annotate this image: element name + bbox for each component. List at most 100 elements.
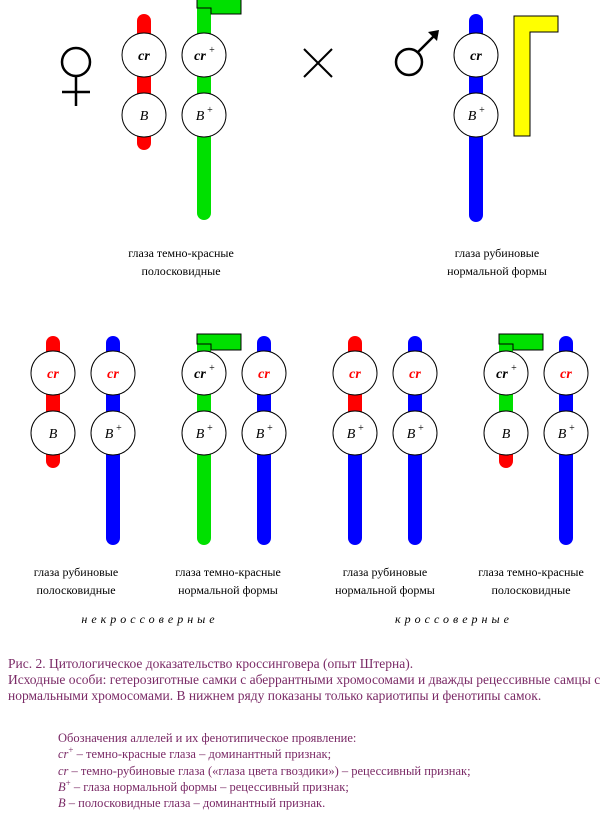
legend-item-b: B – полосковидные глаза – доминантный пр… bbox=[58, 795, 606, 811]
female-phenotype-label: глаза темно-красные полосковидные bbox=[128, 244, 234, 280]
legend-superscript: + bbox=[65, 777, 71, 788]
offspring-4-chromosome-2-gene-1-circle bbox=[543, 350, 589, 396]
offspring-2-phenotype-line-2: нормальной формы bbox=[178, 583, 278, 597]
offspring-1-chromosome-1-gene-1-circle bbox=[30, 350, 76, 396]
offspring-4-phenotype-line-2: полосковидные bbox=[491, 583, 571, 597]
male-chromosome-x-bottom-arm bbox=[469, 115, 483, 222]
offspring-3-chromosome-1-gene-1-symbol: cr bbox=[349, 367, 361, 382]
offspring-2-phenotype-label: глаза темно-красные нормальной формы bbox=[175, 563, 281, 599]
stern-experiment-diagram: crBcr+B+crB+crBcrB+cr+B+crB+crB+crB+cr+B… bbox=[30, 0, 589, 545]
female-chromosome-1-gene-1-symbol: cr bbox=[138, 49, 150, 64]
female-chromosome-2-gene-2-circle bbox=[181, 92, 227, 138]
male-phenotype-line-1: глаза рубиновые bbox=[454, 246, 540, 260]
offspring-3-chromosome-1-gene-2-symbol: B bbox=[347, 427, 356, 442]
offspring-1-chromosome-2-gene-1-symbol: cr bbox=[107, 367, 119, 382]
female-chromosome-2-gene-1-symbol: cr bbox=[194, 49, 206, 64]
male-chromosome-x-gene-2-symbol: B bbox=[468, 109, 477, 124]
offspring-2-chromosome-1-gene-2-symbol: B bbox=[196, 427, 205, 442]
legend-symbol: cr bbox=[58, 747, 69, 762]
offspring-4-chromosome-2-gene-2-symbol: B bbox=[558, 427, 567, 442]
offspring-2-chromosome-2-gene-2-symbol: B bbox=[256, 427, 265, 442]
male-phenotype-line-2: нормальной формы bbox=[447, 264, 547, 278]
female-chromosome-1-gene-2-symbol: B bbox=[140, 109, 149, 124]
offspring-2-chromosome-2-gene-2-superscript: + bbox=[267, 423, 273, 434]
offspring-1-phenotype-line-2: полосковидные bbox=[36, 583, 116, 597]
legend-text: – темно-красные глаза – доминантный приз… bbox=[73, 747, 332, 762]
legend-title: Обозначения аллелей и их фенотипическое … bbox=[58, 731, 357, 745]
female-chromosome-2-bottom-arm bbox=[197, 115, 211, 220]
offspring-2-chromosome-1-gene-1-circle bbox=[181, 350, 227, 396]
male-chromosome-y bbox=[513, 15, 559, 137]
offspring-4-chromosome-2-gene-2-circle bbox=[543, 410, 589, 456]
offspring-2-phenotype-line-1: глаза темно-красные bbox=[175, 565, 281, 579]
male-chromosome-x-gene-1-circle bbox=[453, 32, 499, 78]
offspring-2-chromosome-2-bottom-arm bbox=[257, 433, 271, 545]
offspring-3-chromosome-2-bottom-arm bbox=[408, 433, 422, 545]
offspring-1-chromosome-1-gene-1-symbol: cr bbox=[47, 367, 59, 382]
female-chromosome-2-gene-1-superscript: + bbox=[209, 45, 215, 56]
offspring-4-chromosome-1-attached-fragment bbox=[498, 333, 544, 351]
female-symbol-icon bbox=[60, 46, 92, 78]
offspring-1-chromosome-2-gene-2-circle bbox=[90, 410, 136, 456]
male-phenotype-label: глаза рубиновые нормальной формы bbox=[447, 244, 547, 280]
offspring-4-chromosome-2-gene-2-superscript: + bbox=[569, 423, 575, 434]
offspring-4-chromosome-1-gene-1-circle bbox=[483, 350, 529, 396]
offspring-4-phenotype-line-1: глаза темно-красные bbox=[478, 565, 584, 579]
legend-text: – полосковидные глаза – доминантный приз… bbox=[65, 796, 326, 811]
offspring-4-chromosome-1-gene-1-symbol: cr bbox=[496, 367, 508, 382]
offspring-2-chromosome-2-gene-1-circle bbox=[241, 350, 287, 396]
female-chromosome-1-gene-2-circle bbox=[121, 92, 167, 138]
offspring-3-chromosome-1-bottom-arm bbox=[348, 433, 362, 545]
figure-caption: Рис. 2. Цитологическое доказательство кр… bbox=[8, 656, 604, 704]
offspring-3-chromosome-1-gene-2-circle bbox=[332, 410, 378, 456]
legend-text: – темно-рубиновые глаза («глаза цвета гв… bbox=[68, 763, 471, 778]
offspring-1-chromosome-1-gene-2-circle bbox=[30, 410, 76, 456]
male-chromosome-x-gene-2-circle bbox=[453, 92, 499, 138]
offspring-4-chromosome-1-gene-1-superscript: + bbox=[511, 363, 517, 374]
allele-legend: Обозначения аллелей и их фенотипическое … bbox=[58, 730, 606, 811]
crossover-group-label: кроссоверные bbox=[395, 612, 513, 626]
offspring-2-chromosome-2-gene-1-symbol: cr bbox=[258, 367, 270, 382]
offspring-3-chromosome-1-gene-1-circle bbox=[332, 350, 378, 396]
offspring-4-phenotype-label: глаза темно-красные полосковидные bbox=[478, 563, 584, 599]
offspring-3-chromosome-2-gene-2-superscript: + bbox=[418, 423, 424, 434]
legend-text: – глаза нормальной формы – рецессивный п… bbox=[70, 779, 349, 794]
offspring-1-chromosome-1-gene-2-symbol: B bbox=[49, 427, 58, 442]
female-chromosome-1-gene-1-circle bbox=[121, 32, 167, 78]
caption-description: Исходные особи: гетерозиготные самки с а… bbox=[8, 672, 601, 703]
offspring-4-chromosome-2-bottom-arm bbox=[559, 433, 573, 545]
offspring-2-chromosome-1-gene-2-superscript: + bbox=[207, 423, 213, 434]
cross-icon-line-2 bbox=[303, 48, 333, 78]
female-chromosome-2-gene-2-symbol: B bbox=[196, 109, 205, 124]
offspring-2-chromosome-1-attached-fragment bbox=[196, 333, 242, 351]
offspring-3-phenotype-line-1: глаза рубиновые bbox=[342, 565, 428, 579]
offspring-3-chromosome-2-gene-1-circle bbox=[392, 350, 438, 396]
female-phenotype-line-2: полосковидные bbox=[141, 264, 221, 278]
male-symbol-icon bbox=[394, 47, 424, 77]
legend-item-cr: cr – темно-рубиновые глаза («глаза цвета… bbox=[58, 763, 606, 779]
offspring-1-chromosome-2-gene-2-superscript: + bbox=[116, 423, 122, 434]
female-chromosome-2-gene-1-circle bbox=[181, 32, 227, 78]
female-phenotype-line-1: глаза темно-красные bbox=[128, 246, 234, 260]
legend-symbol: cr bbox=[58, 763, 69, 778]
male-chromosome-x-gene-1-symbol: cr bbox=[470, 49, 482, 64]
offspring-3-chromosome-1-gene-2-superscript: + bbox=[358, 423, 364, 434]
offspring-3-phenotype-label: глаза рубиновые нормальной формы bbox=[335, 563, 435, 599]
offspring-2-chromosome-2-gene-2-circle bbox=[241, 410, 287, 456]
offspring-1-phenotype-line-1: глаза рубиновые bbox=[33, 565, 119, 579]
offspring-3-chromosome-2-gene-2-circle bbox=[392, 410, 438, 456]
offspring-2-chromosome-1-gene-2-circle bbox=[181, 410, 227, 456]
offspring-3-chromosome-2-gene-1-symbol: cr bbox=[409, 367, 421, 382]
noncrossover-group-label: некроссоверные bbox=[81, 612, 219, 626]
offspring-2-chromosome-1-bottom-arm bbox=[197, 433, 211, 545]
female-chromosome-2-gene-2-superscript: + bbox=[207, 105, 213, 116]
male-symbol-arrowhead bbox=[428, 30, 439, 41]
legend-superscript: + bbox=[68, 745, 74, 756]
offspring-3-phenotype-line-2: нормальной формы bbox=[335, 583, 435, 597]
legend-symbol: B bbox=[58, 779, 66, 794]
offspring-1-chromosome-2-gene-2-symbol: B bbox=[105, 427, 114, 442]
offspring-1-chromosome-2-gene-1-circle bbox=[90, 350, 136, 396]
offspring-1-phenotype-label: глаза рубиновые полосковидные bbox=[34, 563, 118, 599]
offspring-4-chromosome-1-gene-2-circle bbox=[483, 410, 529, 456]
offspring-4-chromosome-1-gene-2-symbol: B bbox=[502, 427, 511, 442]
